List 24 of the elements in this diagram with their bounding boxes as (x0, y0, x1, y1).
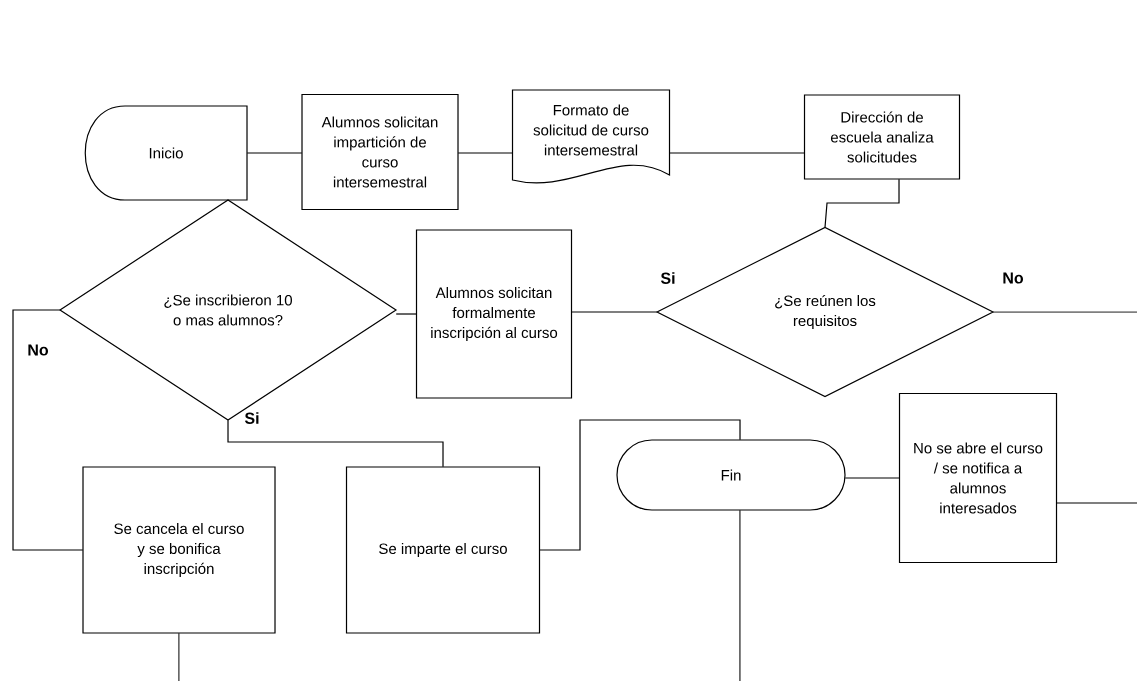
connector-line (669, 152, 805, 154)
connector-line (246, 152, 303, 154)
process-box: Dirección de escuela analiza solicitudes (803, 94, 961, 180)
process-box: Alumnos solicitan formalmente inscripción al curso (415, 229, 573, 399)
process-box: Se cancela el curso y se bonifica inscripción (82, 466, 276, 634)
connector-line (457, 152, 513, 154)
connector-line (571, 311, 658, 313)
connector-line (12, 309, 84, 551)
process-box: No se abre el curso / se notifica a alumnos interesados (898, 392, 1058, 564)
edge-label: Si (660, 272, 675, 284)
connector-line (395, 313, 417, 315)
edge-label: No (28, 344, 49, 356)
edge-label: No (1003, 272, 1024, 284)
connector-line (1056, 502, 1137, 504)
connector-line (178, 632, 180, 681)
process-box: Se imparte el curso (345, 466, 541, 634)
connector-line (992, 311, 1137, 313)
connector-line (844, 477, 900, 479)
connector-line (824, 178, 900, 228)
connector-line (227, 419, 444, 468)
edge-label: Si (244, 412, 259, 424)
connector-line (539, 419, 741, 551)
connector-line (739, 509, 741, 681)
process-box: Alumnos solicitan impartición de curso intersemestral (301, 93, 459, 211)
